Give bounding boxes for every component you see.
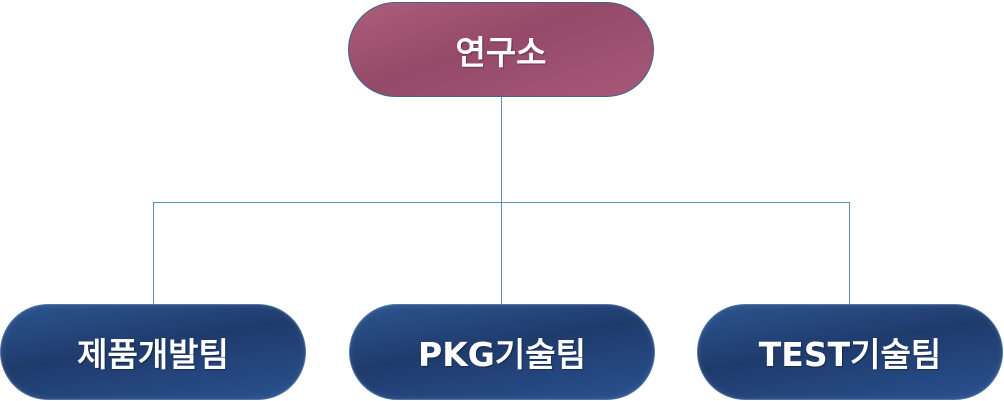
node-research-institute: 연구소 bbox=[348, 2, 654, 97]
connector-root-vertical bbox=[501, 97, 502, 304]
connector-right-vertical bbox=[849, 202, 850, 304]
node-product-development-team: 제품개발팀 bbox=[0, 304, 306, 400]
node-pkg-technology-team: PKG기술팀 bbox=[349, 304, 655, 400]
connector-horizontal bbox=[153, 202, 850, 203]
node-label: 제품개발팀 bbox=[77, 335, 229, 374]
node-label: PKG기술팀 bbox=[418, 335, 586, 374]
connector-left-vertical bbox=[153, 202, 154, 304]
node-test-technology-team: TEST기술팀 bbox=[697, 304, 1003, 400]
node-label: 연구소 bbox=[455, 32, 547, 72]
node-label: TEST기술팀 bbox=[758, 335, 942, 374]
